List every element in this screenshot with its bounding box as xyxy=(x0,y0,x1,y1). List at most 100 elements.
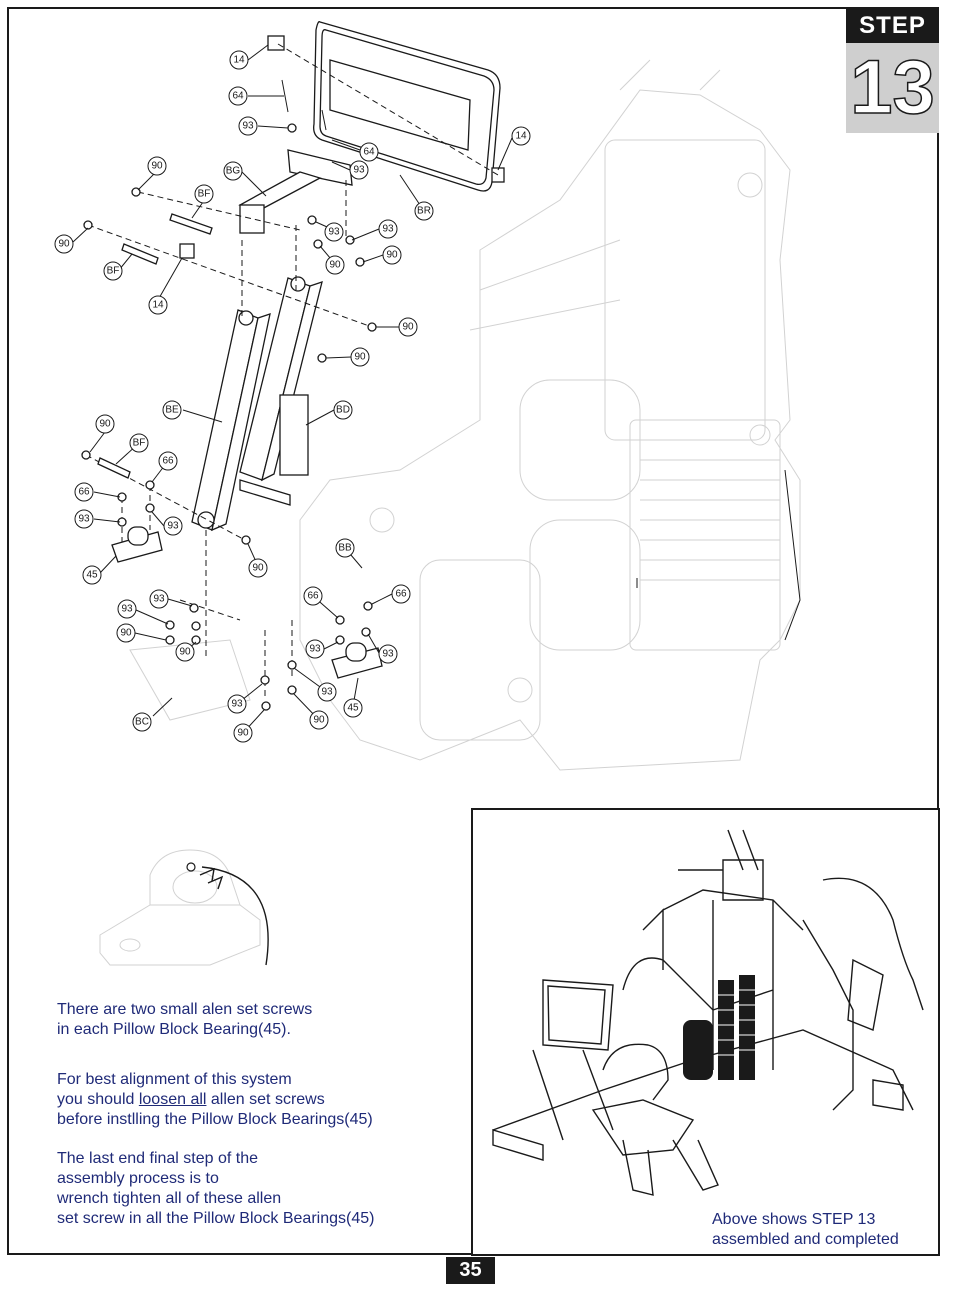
svg-text:93: 93 xyxy=(153,594,165,605)
callout-90: 90 xyxy=(309,710,329,730)
bg-bracket-part xyxy=(238,79,353,234)
callout-93: 93 xyxy=(238,116,258,136)
svg-text:93: 93 xyxy=(242,121,254,132)
callout-93: 93 xyxy=(317,682,337,702)
callout-bf: BF xyxy=(103,261,123,281)
svg-text:93: 93 xyxy=(167,521,179,532)
inset-caption: Above shows STEP 13 assembled and comple… xyxy=(712,1210,899,1250)
callout-93: 93 xyxy=(305,639,325,659)
svg-text:66: 66 xyxy=(307,591,319,602)
callout-90: 90 xyxy=(350,347,370,367)
callout-90: 90 xyxy=(175,642,195,662)
callout-66: 66 xyxy=(391,584,411,604)
callout-93: 93 xyxy=(74,509,94,529)
svg-text:BR: BR xyxy=(417,206,431,217)
arm-assembly-part xyxy=(191,276,323,532)
svg-text:90: 90 xyxy=(402,322,414,333)
pillow-block-detail-drawing xyxy=(99,849,269,966)
callout-93: 93 xyxy=(227,694,247,714)
svg-text:14: 14 xyxy=(152,300,164,311)
svg-text:64: 64 xyxy=(232,91,244,102)
svg-text:64: 64 xyxy=(363,147,375,158)
note-final-step: The last end final step of the assembly … xyxy=(57,1149,374,1229)
inset-caption-line: assembled and completed xyxy=(712,1231,899,1248)
note-line: There are two small alen set screws xyxy=(57,1001,313,1018)
svg-text:93: 93 xyxy=(328,227,340,238)
callout-bf: BF xyxy=(194,184,214,204)
callout-bc: BC xyxy=(132,712,152,732)
callout-45: 45 xyxy=(343,698,363,718)
exploded-view-drawing: 14 64 93 64 14 90 BG 93 BR BF 90 93 93 B… xyxy=(54,21,801,771)
completed-machine-drawing xyxy=(492,829,924,1196)
svg-text:BD: BD xyxy=(336,405,350,416)
svg-text:90: 90 xyxy=(252,563,264,574)
svg-text:45: 45 xyxy=(86,570,98,581)
svg-text:BF: BF xyxy=(133,438,146,449)
callout-90: 90 xyxy=(116,623,136,643)
callout-bf: BF xyxy=(129,433,149,453)
svg-text:BF: BF xyxy=(198,189,211,200)
callout-bg: BG xyxy=(223,161,243,181)
note-line: wrench tighten all of these allen xyxy=(57,1190,282,1207)
svg-text:93: 93 xyxy=(321,687,333,698)
svg-text:93: 93 xyxy=(78,514,90,525)
callout-br: BR xyxy=(414,201,434,221)
svg-text:BG: BG xyxy=(226,166,241,177)
callout-93: 93 xyxy=(378,219,398,239)
svg-text:90: 90 xyxy=(386,250,398,261)
note-line: before instlling the Pillow Block Bearin… xyxy=(57,1111,373,1128)
svg-text:93: 93 xyxy=(382,224,394,235)
note-line: set screw in all the Pillow Block Bearin… xyxy=(57,1210,375,1227)
svg-text:90: 90 xyxy=(354,352,366,363)
svg-text:66: 66 xyxy=(395,589,407,600)
svg-text:90: 90 xyxy=(179,647,191,658)
svg-text:93: 93 xyxy=(231,699,243,710)
svg-text:90: 90 xyxy=(237,728,249,739)
svg-text:90: 90 xyxy=(58,239,70,250)
callout-93: 93 xyxy=(117,599,137,619)
callout-66: 66 xyxy=(74,482,94,502)
svg-text:90: 90 xyxy=(99,419,111,430)
svg-text:90: 90 xyxy=(120,628,132,639)
background-machine-ghost xyxy=(129,59,801,771)
callout-93: 93 xyxy=(149,589,169,609)
callout-90: 90 xyxy=(95,414,115,434)
svg-text:66: 66 xyxy=(78,487,90,498)
svg-text:14: 14 xyxy=(233,55,245,66)
callout-90: 90 xyxy=(398,317,418,337)
callout-bd: BD xyxy=(333,400,353,420)
note-set-screws: There are two small alen set screws in e… xyxy=(57,1000,312,1040)
svg-text:14: 14 xyxy=(515,131,527,142)
completed-assembly-inset xyxy=(471,808,940,1256)
svg-text:66: 66 xyxy=(162,456,174,467)
svg-text:93: 93 xyxy=(121,604,133,615)
svg-text:90: 90 xyxy=(329,260,341,271)
callout-14: 14 xyxy=(511,126,531,146)
inset-caption-line: Above shows STEP 13 xyxy=(712,1211,876,1228)
callout-93: 93 xyxy=(349,160,369,180)
note-alignment: For best alignment of this system you sh… xyxy=(57,1070,373,1130)
svg-text:90: 90 xyxy=(151,161,163,172)
svg-text:45: 45 xyxy=(347,703,359,714)
callout-bb: BB xyxy=(335,538,355,558)
note-line: you should loosen all allen set screws xyxy=(57,1091,325,1108)
frame-edge-line xyxy=(784,469,801,641)
svg-text:BF: BF xyxy=(107,266,120,277)
callout-90: 90 xyxy=(325,255,345,275)
underlined-text: loosen all xyxy=(138,1091,207,1108)
svg-text:BE: BE xyxy=(165,405,179,416)
note-line: assembly process is to xyxy=(57,1170,219,1187)
callout-45: 45 xyxy=(82,565,102,585)
callout-90: 90 xyxy=(248,558,268,578)
callout-90: 90 xyxy=(54,234,74,254)
note-line: The last end final step of the xyxy=(57,1150,259,1167)
callout-93: 93 xyxy=(324,222,344,242)
callout-labels: 14 64 93 64 14 90 BG 93 BR BF 90 93 93 B… xyxy=(54,50,531,743)
pillow-block-bearing-left xyxy=(111,526,163,563)
callout-14: 14 xyxy=(148,295,168,315)
callout-90: 90 xyxy=(382,245,402,265)
step-number: 13 xyxy=(846,43,939,133)
callout-66: 66 xyxy=(303,586,323,606)
callout-64: 64 xyxy=(359,142,379,162)
svg-text:93: 93 xyxy=(382,649,394,660)
